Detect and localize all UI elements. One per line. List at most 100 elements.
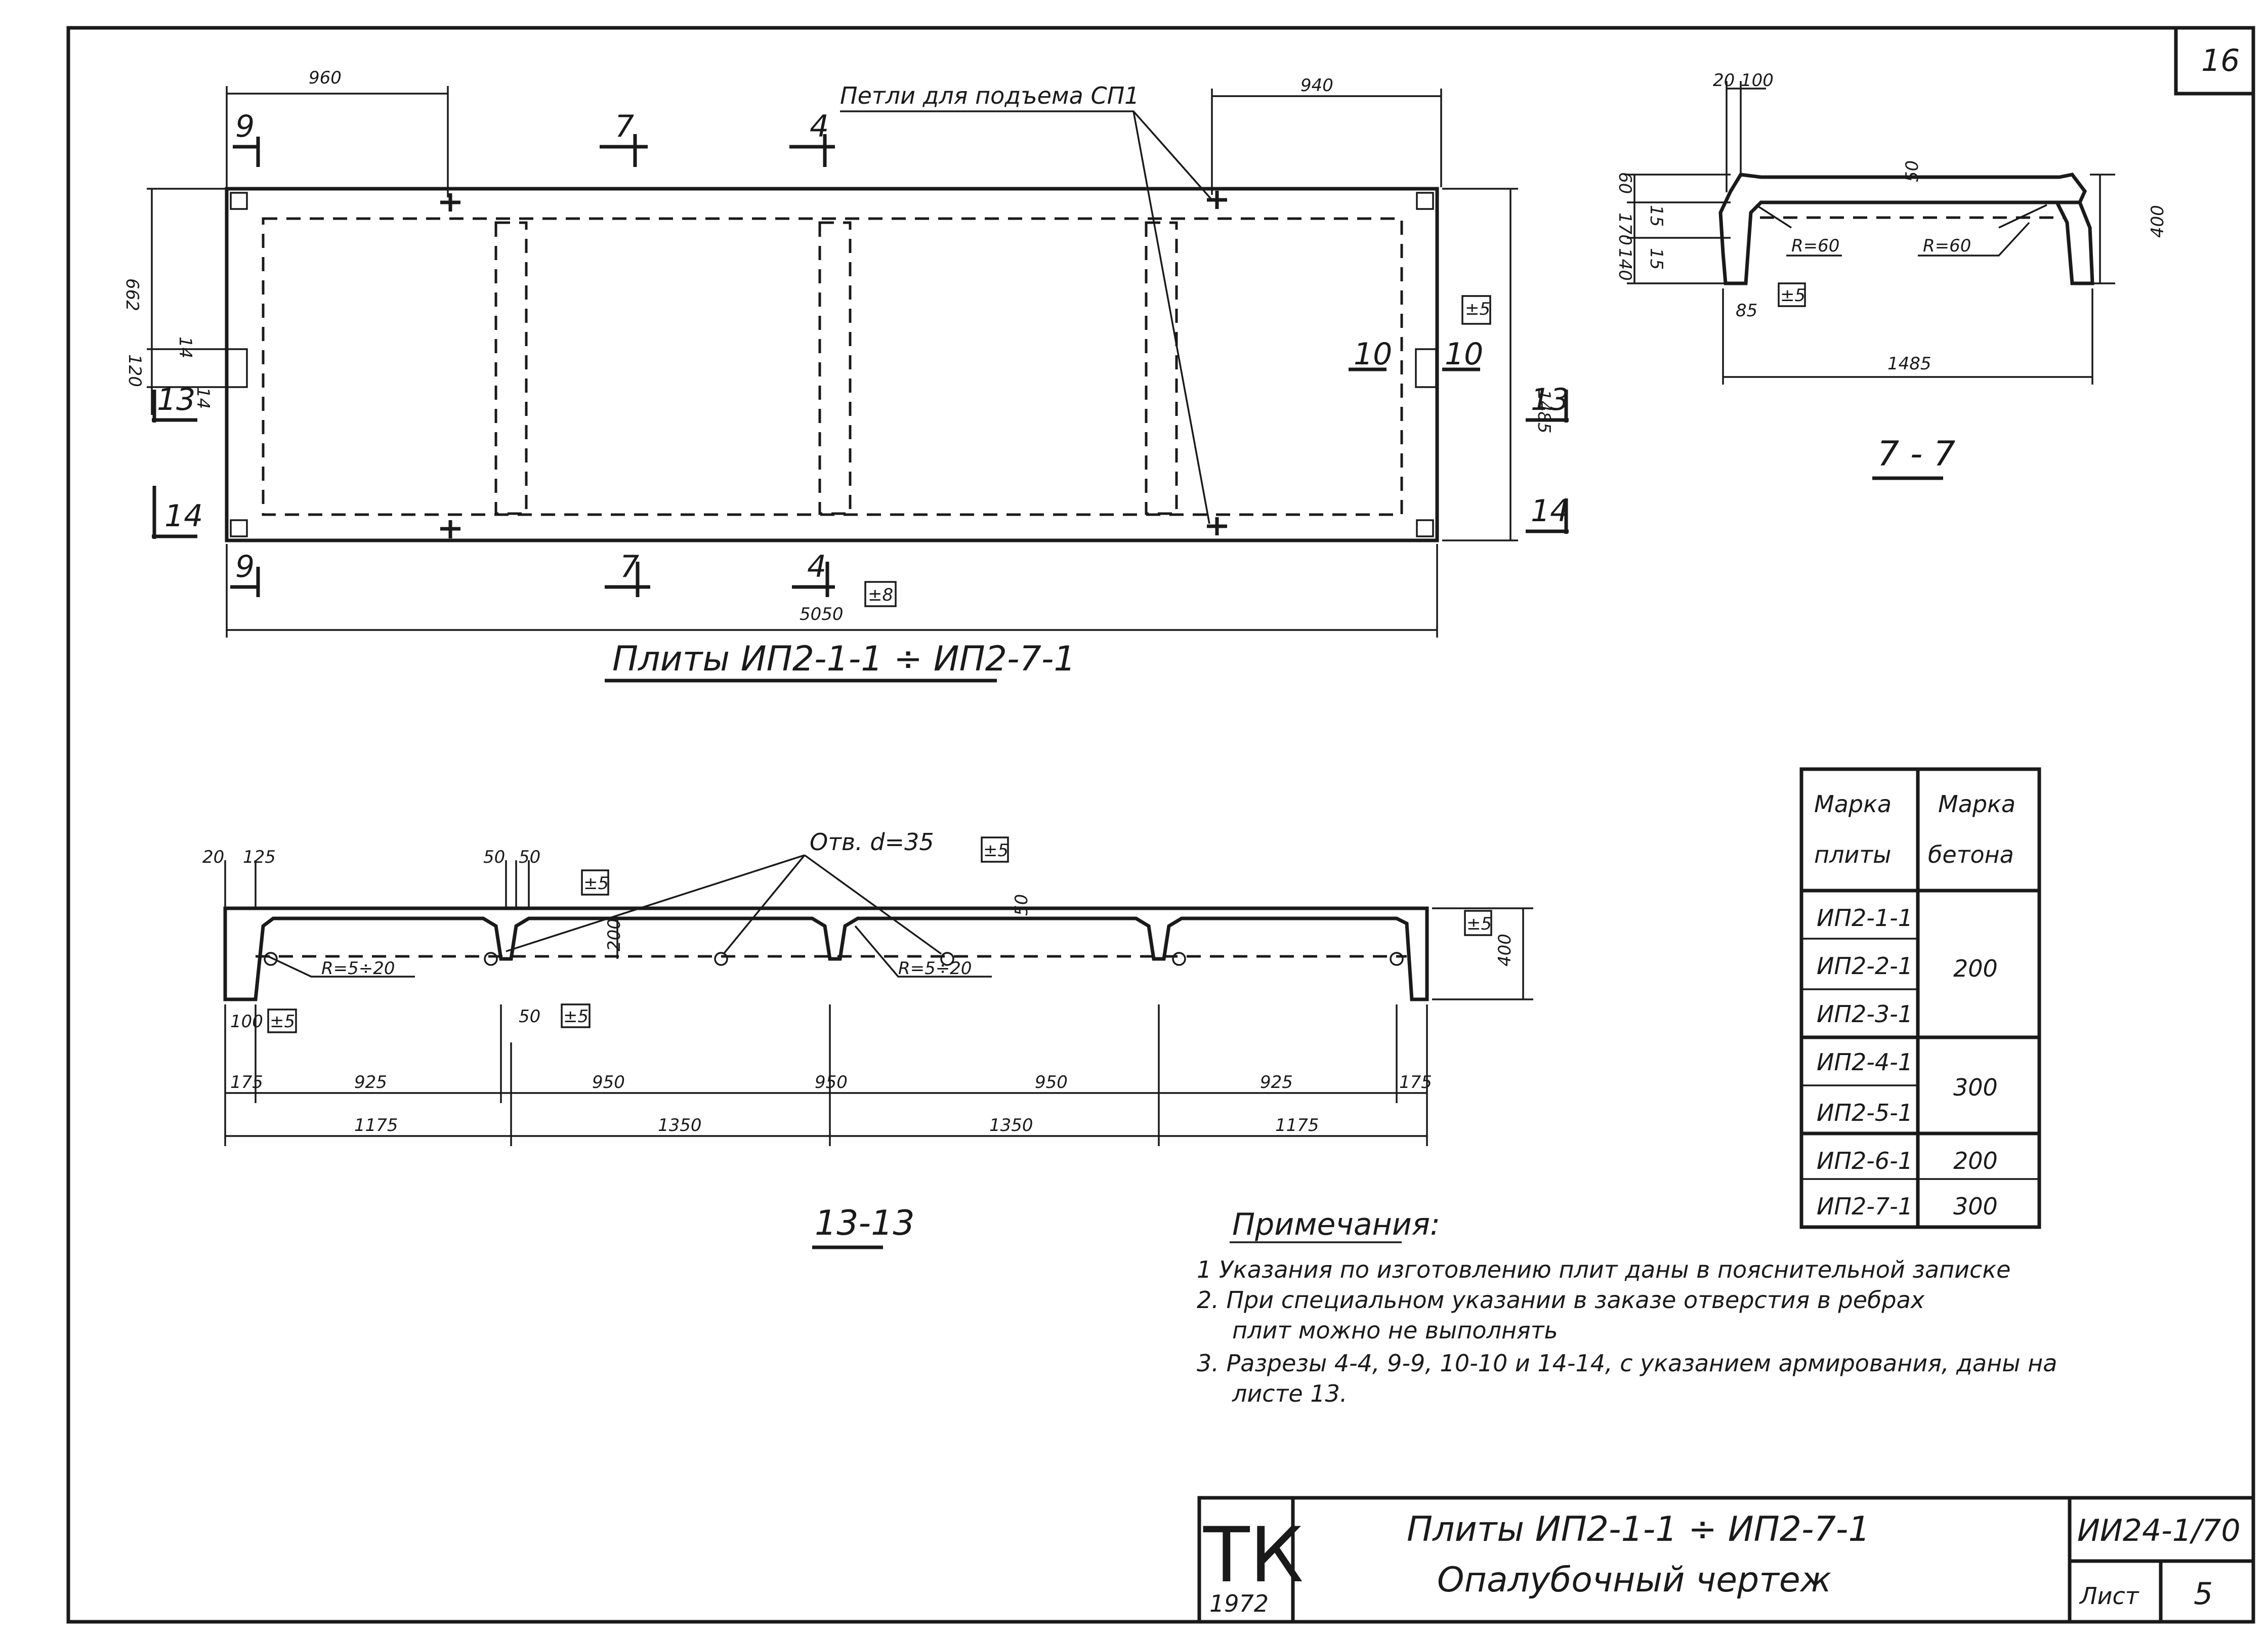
- s1313-row2-d: 1175: [1275, 1115, 1319, 1136]
- plan-title: Плиты ИП2-1-1 ÷ ИП2-7-1: [612, 639, 1076, 679]
- s1313-row2-a: 1175: [354, 1115, 398, 1136]
- table-plate-3: ИП2-3-1: [1817, 1000, 1913, 1028]
- note-2: 2. При специальном указании в заказе отв…: [1197, 1286, 1925, 1314]
- s1313-row1-d: 950: [815, 1072, 848, 1092]
- s77-dim-base: 85: [1736, 301, 1757, 321]
- note-3-cont: листе 13.: [1232, 1380, 1347, 1407]
- note-3: 3. Разрезы 4-4, 9-9, 10-10 и 14-14, с ук…: [1197, 1350, 2057, 1377]
- s1313-row1-c: 950: [592, 1072, 625, 1092]
- titleblock-year: 1972: [1209, 1590, 1269, 1617]
- section-13-13: Отв. d=35 ±5 20 125 50 50 50 ±5 200 ±5 4…: [202, 828, 1533, 1249]
- table-plate-6: ИП2-6-1: [1817, 1147, 1913, 1174]
- titleblock-org: ТК: [1203, 1511, 1304, 1600]
- s1313-row2-c: 1350: [989, 1115, 1033, 1136]
- s77-dim-top-small: 50: [1902, 160, 1922, 182]
- s1313-dim-bottom-b: 50: [519, 1006, 540, 1027]
- plan-dim-height: 1485: [1534, 390, 1554, 434]
- section-7-7: R=60 R=60 20 100 60 170 140 15 15 50 400…: [1615, 70, 2168, 480]
- table-concrete-group3: 200: [1953, 1147, 1998, 1174]
- note-1: 1 Указания по изготовлению плит даны в п…: [1197, 1256, 2010, 1283]
- table-header-plate-1: Марка: [1814, 790, 1892, 818]
- s77-dim-top-b: 100: [1741, 70, 1774, 91]
- plan-rib-1: [494, 221, 528, 515]
- plan-tol-length: ±8: [868, 585, 893, 605]
- s1313-dim-height: 400: [1495, 934, 1515, 966]
- cut-14-right: 14: [1531, 493, 1569, 529]
- plan-dim-side-c: 14: [193, 387, 213, 409]
- s77-dim-left-a: 60: [1615, 172, 1635, 194]
- s1313-row1-b: 925: [354, 1072, 387, 1092]
- cut-14-left: 14: [164, 498, 203, 534]
- plan-dim-side-b: 14: [175, 337, 195, 358]
- s1313-radius-right: R=5÷20: [898, 958, 972, 979]
- plan-tol-height: ±5: [1465, 299, 1490, 319]
- s1313-tol-top: ±5: [983, 840, 1009, 861]
- s1313-row2-b: 1350: [658, 1115, 702, 1136]
- table-concrete-group4: 300: [1953, 1193, 1998, 1220]
- s77-title: 7 - 7: [1877, 434, 1955, 474]
- s1313-dim-height-rib: 200: [604, 918, 624, 951]
- s77-dim-left-c: 140: [1615, 248, 1635, 281]
- cut-9-bottom: 9: [235, 549, 255, 584]
- s77-dim-left-in-b: 15: [1646, 248, 1666, 270]
- titleblock-line2: Опалубочный чертеж: [1437, 1560, 1831, 1600]
- table-plate-1: ИП2-1-1: [1817, 904, 1913, 932]
- title-block: ТК 1972 Плиты ИП2-1-1 ÷ ИП2-7-1 Опалубоч…: [1197, 1496, 2255, 1624]
- table-plate-5: ИП2-5-1: [1817, 1099, 1913, 1126]
- sheet-corner-number: 16: [2201, 43, 2240, 78]
- table-plate-2: ИП2-2-1: [1817, 952, 1913, 980]
- s1313-tol-mid: ±5: [583, 873, 609, 894]
- note-2-cont: плит можно не выполнять: [1232, 1317, 1558, 1344]
- table-concrete-group2: 300: [1953, 1074, 1998, 1101]
- cut-10-right: 10: [1445, 337, 1483, 372]
- titleblock-sheet-label: Лист: [2079, 1582, 2139, 1610]
- s1313-dim-top-a: 20: [202, 847, 224, 867]
- s1313-radius-left: R=5÷20: [321, 958, 395, 979]
- notes-title: Примечания:: [1232, 1207, 1440, 1242]
- table-header-concrete-2: бетона: [1928, 841, 2014, 868]
- plan-rib-3: [1145, 221, 1178, 515]
- s1313-dim-top-c: 50: [483, 847, 505, 867]
- sheet-corner-box: [2174, 26, 2255, 96]
- plan-dim-right-top: 940: [1300, 75, 1333, 96]
- cut-4-bottom: 4: [807, 549, 826, 584]
- s1313-title: 13-13: [815, 1203, 915, 1243]
- notes-block: Примечания: 1 Указания по изготовлению п…: [1197, 1207, 2057, 1407]
- table-header-concrete-1: Марка: [1938, 790, 2015, 818]
- cut-10-left: 10: [1354, 337, 1392, 372]
- s77-dim-height: 400: [2148, 205, 2168, 238]
- s1313-dim-top-e: 50: [1012, 894, 1032, 916]
- lifting-loop-marks: [440, 191, 1227, 538]
- s77-dim-top-a: 20: [1713, 70, 1735, 91]
- plan-view: 960 940 Петли для подъема СП1 9 7 4 9 7 …: [122, 68, 1569, 683]
- plan-rib-contour: [262, 217, 1403, 516]
- s1313-row1-e: 950: [1035, 1072, 1068, 1092]
- s1313-tol-bottom-b: ±5: [563, 1006, 589, 1027]
- plan-dim-side-top: 662: [122, 278, 142, 311]
- s77-tol: ±5: [1780, 285, 1805, 306]
- s77-dim-left-in-a: 15: [1646, 205, 1666, 227]
- s77-dim-width: 1485: [1887, 354, 1931, 374]
- table-concrete-group1: 200: [1953, 955, 1998, 982]
- s1313-tol-bottom-a: ±5: [270, 1012, 295, 1032]
- table-plate-4: ИП2-4-1: [1817, 1048, 1913, 1076]
- s1313-row1-f: 925: [1260, 1072, 1293, 1092]
- titleblock-sheet-number: 5: [2194, 1576, 2213, 1612]
- s1313-holes-label: Отв. d=35: [810, 828, 934, 856]
- s1313-row1-g: 175: [1399, 1072, 1432, 1092]
- s1313-row1-a: 175: [230, 1072, 263, 1092]
- cut-9-top: 9: [235, 109, 255, 144]
- sheet-frame: [66, 26, 2255, 1624]
- plan-rib-2: [818, 221, 852, 515]
- plan-dim-side-a: 120: [124, 354, 145, 387]
- s1313-tol-right: ±5: [1466, 914, 1492, 934]
- s1313-dim-top-d: 50: [519, 847, 540, 867]
- titleblock-code: ИИ24-1/70: [2077, 1513, 2241, 1548]
- plan-outline: [225, 187, 1439, 542]
- s1313-dim-bottom-a: 100: [230, 1012, 263, 1032]
- s77-radius-right: R=60: [1923, 236, 1971, 256]
- cut-7-top: 7: [615, 109, 634, 144]
- s1313-dim-top-b: 125: [243, 847, 276, 867]
- titleblock-line1: Плиты ИП2-1-1 ÷ ИП2-7-1: [1407, 1509, 1870, 1549]
- table-plate-7: ИП2-7-1: [1817, 1193, 1913, 1220]
